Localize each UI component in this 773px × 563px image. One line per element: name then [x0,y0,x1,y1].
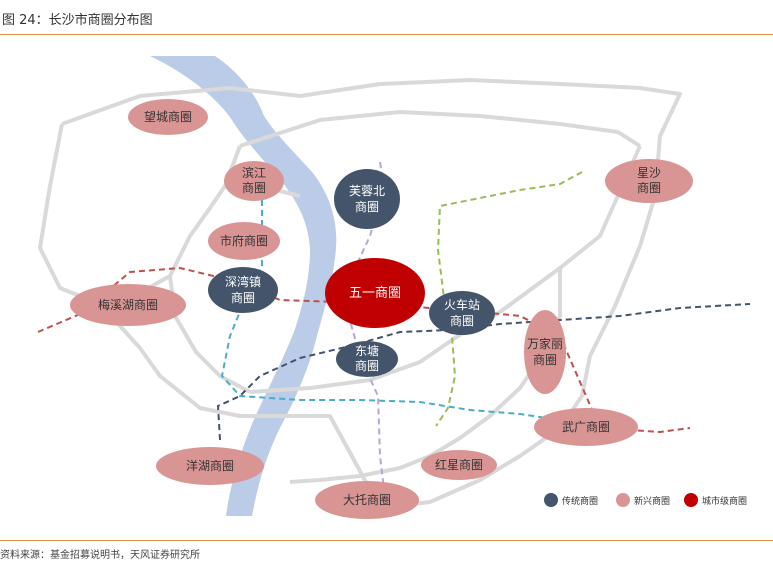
zone-label: 商圈 [450,313,474,328]
zone-binjiang: 滨江 商圈 [224,161,284,201]
source-rule [0,540,773,541]
legend-swatch-city-level [684,493,698,507]
legend-label-traditional: 传统商圈 [562,495,598,507]
zone-wanjiali: 万家丽 商圈 [524,310,566,394]
zone-label: 商圈 [231,290,255,305]
zone-label: 武广商圈 [562,419,610,434]
zone-label: 五一商圈 [349,286,401,301]
zone-shenwanzhen: 深湾镇 商圈 [208,267,278,313]
zone-wuyi: 五一商圈 [325,258,425,328]
zone-wangcheng: 望城商圈 [128,99,208,135]
zone-label: 商圈 [637,180,661,195]
legend: 传统商圈 新兴商圈 城市级商圈 [544,493,747,507]
zone-label: 商圈 [355,358,379,373]
zone-label: 商圈 [355,199,379,214]
zone-hongxing: 红星商圈 [421,450,497,480]
legend-label-city-level: 城市级商圈 [702,495,747,507]
zone-dongtang: 东塘 商圈 [336,341,398,377]
figure-title: 图 24：长沙市商圈分布图 [2,13,153,28]
zone-datuo: 大托商圈 [315,481,419,519]
zone-label: 芙蓉北 [349,184,385,198]
zone-label: 商圈 [242,180,266,195]
zone-wuguang: 武广商圈 [534,408,638,446]
legend-swatch-emerging [616,493,630,507]
zone-label: 星沙 [637,166,661,180]
title-rule [0,34,773,35]
zone-label: 市府商圈 [220,233,268,248]
legend-swatch-traditional [544,493,558,507]
zone-meixihu: 梅溪湖商圈 [70,284,186,326]
river [150,56,337,516]
zone-furongbei: 芙蓉北 商圈 [334,169,400,229]
zone-xingsha: 星沙 商圈 [605,159,693,203]
zone-label: 大托商圈 [343,492,391,507]
zone-yanghu: 洋湖商圈 [156,447,264,485]
legend-label-emerging: 新兴商圈 [634,495,670,507]
zone-label: 滨江 [242,165,266,180]
zone-label: 梅溪湖商圈 [98,297,158,312]
zone-label: 万家丽 [527,336,563,351]
zone-huochezhan: 火车站 商圈 [429,291,495,335]
zone-label: 商圈 [533,352,557,367]
zone-shifu: 市府商圈 [208,222,280,260]
district-map: 望城商圈 滨江 商圈 市府商圈 芙蓉北 商圈 星沙 商圈 梅溪湖商圈 深湾镇 商… [37,56,751,519]
zone-label: 洋湖商圈 [186,458,234,473]
zone-label: 红星商圈 [435,457,483,472]
zone-label: 深湾镇 [225,274,261,289]
zone-label: 火车站 [444,297,480,312]
zone-label: 东塘 [355,343,379,358]
source-note: 资料来源：基金招募说明书，天风证券研究所 [0,550,200,561]
zone-label: 望城商圈 [144,109,192,124]
